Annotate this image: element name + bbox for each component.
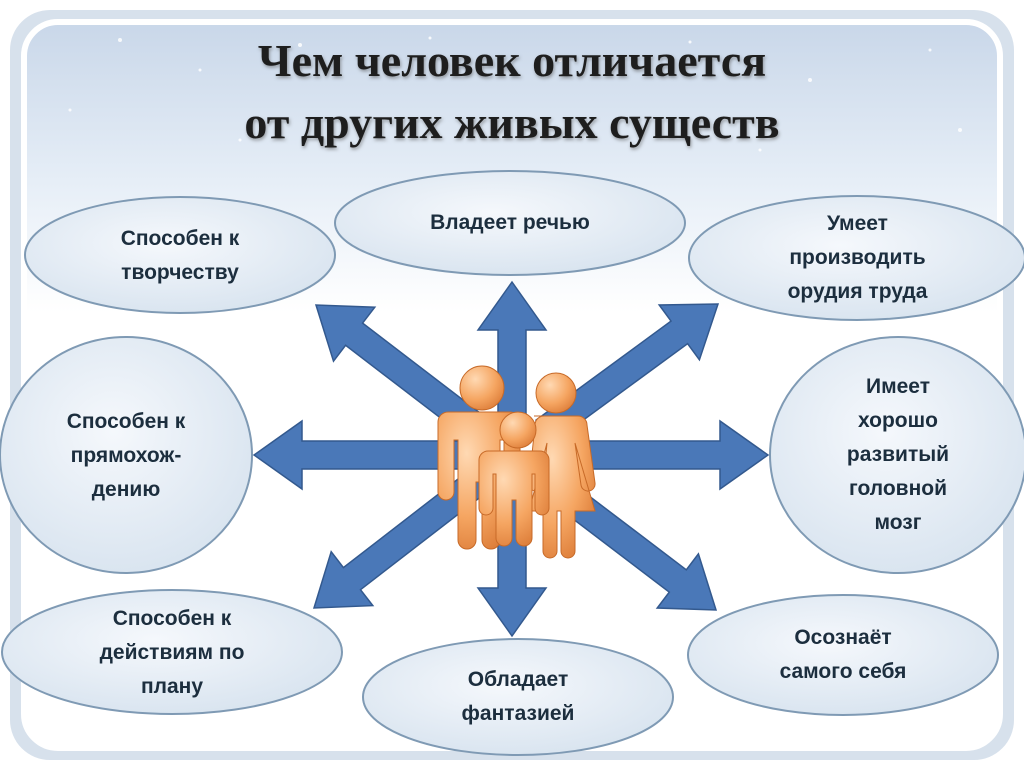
node-fantasy-label: Обладает фантазией (461, 668, 575, 725)
node-creativity: Способен к творчеству (40, 218, 320, 294)
bubble-walk (0, 336, 253, 574)
family-icon (437, 365, 596, 559)
bubble-creativity (24, 196, 336, 314)
node-walk-label: Способен к прямохож- дению (66, 410, 186, 501)
bubble-speech (334, 170, 686, 276)
node-walk: Способен к прямохож- дению (18, 400, 234, 512)
node-fantasy: Обладает фантазией (375, 655, 661, 739)
bubble-self (687, 594, 999, 716)
bubble-brain (769, 336, 1024, 574)
arrows (252, 280, 770, 638)
node-tools: Умеет производить орудия труда (700, 200, 1015, 316)
node-self-label: Осознаёт самого себя (779, 626, 907, 683)
node-brain: Имеет хорошо развитый головной мозг (790, 360, 1006, 550)
node-tools-label: Умеет производить орудия труда (787, 212, 928, 303)
bubble-fantasy (362, 638, 674, 756)
bubble-plan (1, 589, 343, 715)
node-plan: Способен к действиям по плану (12, 598, 332, 708)
slide-title: Чем человек отличается от других живых с… (0, 30, 1024, 154)
node-plan-label: Способен к действиям по плану (99, 607, 245, 698)
node-self: Осознаёт самого себя (700, 612, 986, 698)
node-creativity-label: Способен к творчеству (120, 227, 240, 284)
title-line-1: Чем человек отличается (257, 35, 767, 86)
node-brain-label: Имеет хорошо развитый головной мозг (846, 375, 950, 534)
bubble-tools (688, 195, 1024, 321)
title-line-2: от других живых существ (244, 97, 780, 148)
snow-dots (68, 36, 962, 152)
node-speech-label: Владеет речью (430, 211, 590, 234)
node-speech: Владеет речью (345, 188, 675, 258)
